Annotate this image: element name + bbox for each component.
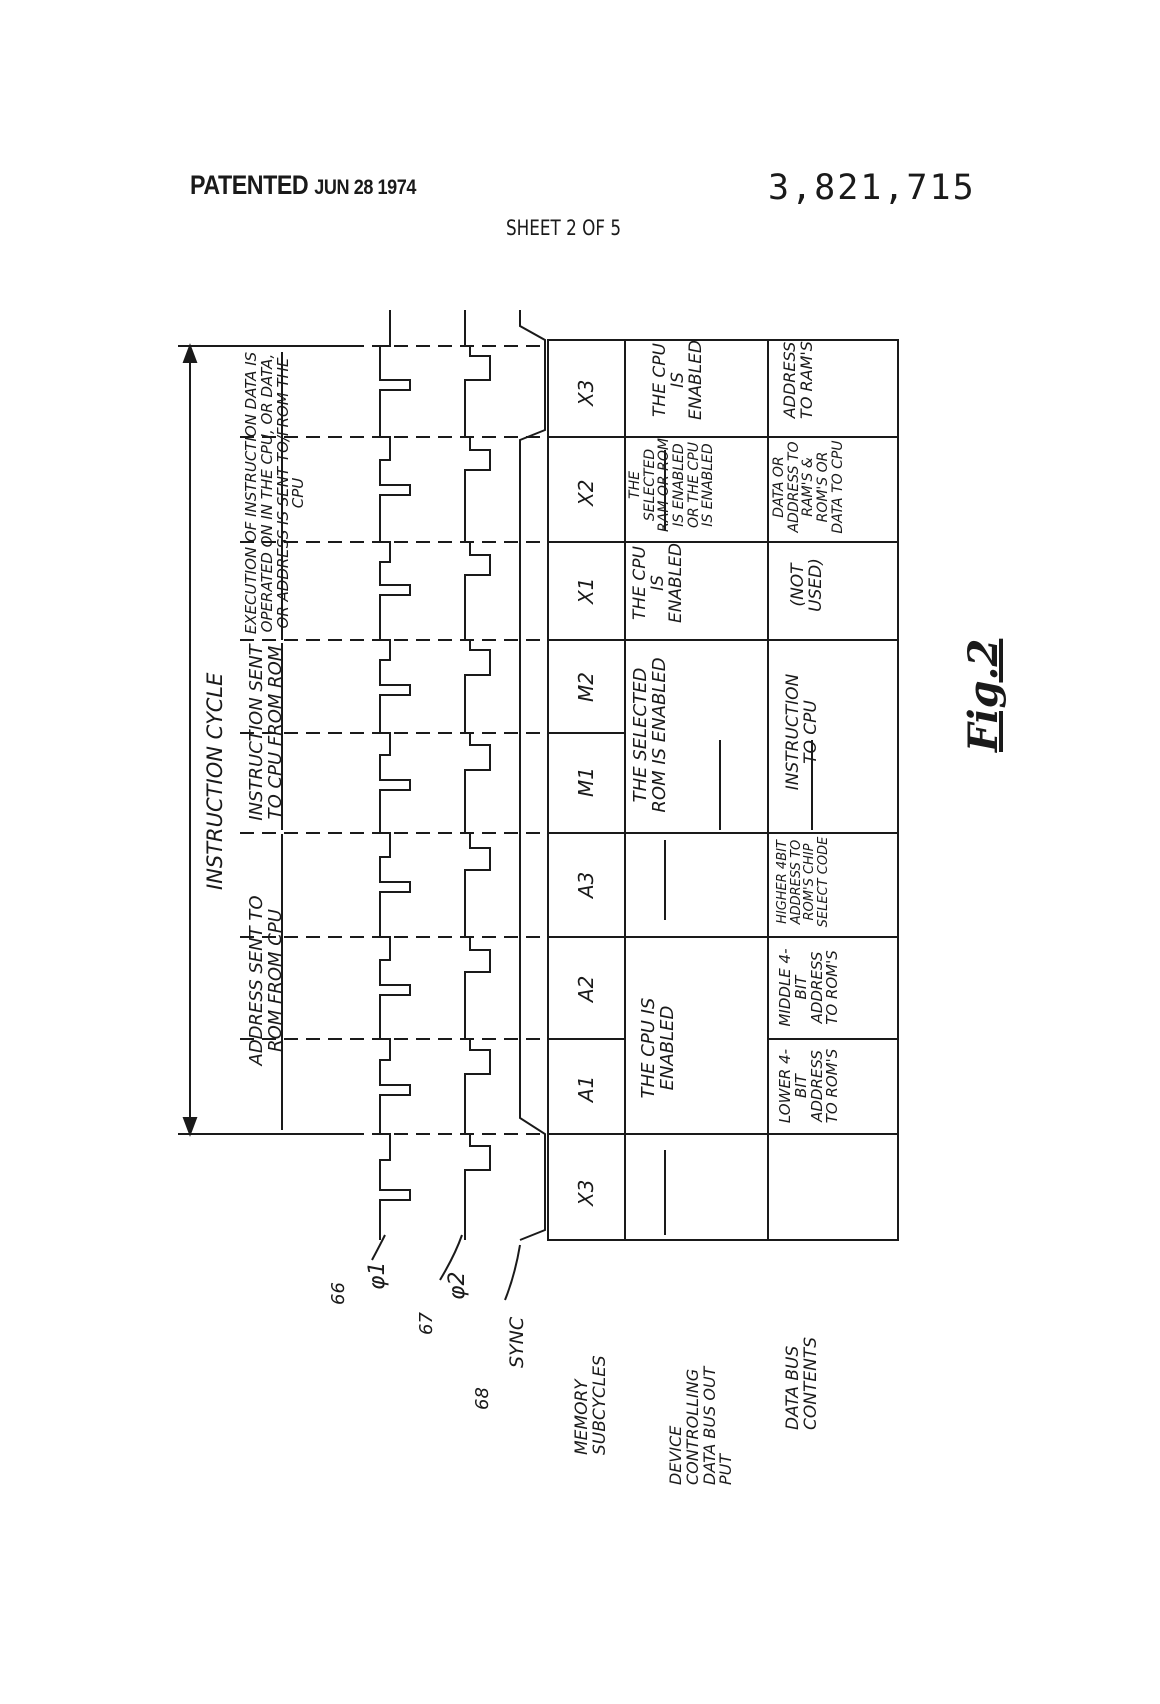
databus-a1: LOWER 4-BIT ADDRESS TO ROM'S [776, 1048, 842, 1124]
timing-diagram: INSTRUCTION CYCLE ADDRESS SENT TO ROM FR… [0, 300, 1160, 1500]
subcycle-x3-start: X3 [574, 1179, 598, 1206]
table-frame [547, 339, 899, 1241]
row-label-memory: MEMORY SUBCYCLES [572, 1355, 610, 1455]
subcycle-x1: X1 [574, 577, 598, 604]
databus-a3: HIGHER 4BIT ADDRESS TO ROM'S CHIP SELECT… [775, 836, 831, 928]
device-cpu-enabled-x3: THE CPU IS ENABLED [650, 339, 706, 421]
subcycle-x3-end: X3 [574, 379, 598, 406]
databus-x3: ADDRESS TO RAM'S [780, 341, 816, 419]
instruction-cycle-arrowhead-bottom [182, 1117, 198, 1137]
subcycle-a2: A2 [574, 975, 598, 1002]
sheet-number: SHEET 2 OF 5 [506, 216, 622, 240]
timing-diagram-lines [178, 310, 899, 1301]
subcycle-x2: X2 [574, 479, 598, 506]
ref-68: 68 [472, 1387, 493, 1410]
instruction-cycle-label: INSTRUCTION CYCLE [203, 672, 227, 890]
sync-waveform [519, 310, 546, 1241]
subcycle-a3: A3 [574, 871, 598, 898]
address-phase-label: ADDRESS SENT TO ROM FROM CPU [246, 895, 286, 1066]
sync-label: SYNC [506, 1316, 528, 1368]
databus-x2: DATA OR ADDRESS TO RAM'S & ROM'S OR DATA… [771, 440, 846, 534]
patent-date-header: PATENTED JUN 28 1974 [190, 170, 416, 201]
phi2-waveform [464, 310, 491, 1240]
device-rom-enabled: THE SELECTED ROM IS ENABLED [630, 657, 670, 813]
row-label-device: DEVICE CONTROLLING DATA BUS OUT PUT [666, 1366, 736, 1485]
diagram-labels: INSTRUCTION CYCLE ADDRESS SENT TO ROM FR… [0, 300, 1160, 1500]
execution-phase-label: EXECUTION OF INSTRUCTION DATA IS OPERATE… [242, 351, 308, 635]
instruction-cycle-arrowhead-top [182, 343, 198, 363]
subcycle-a1: A1 [574, 1075, 598, 1102]
databus-instruction: INSTRUCTION TO CPU [783, 673, 821, 791]
subcycle-m2: M2 [574, 672, 598, 702]
patent-number: 3,821,715 [768, 168, 976, 208]
databus-a2: MIDDLE 4-BIT ADDRESS TO ROM'S [776, 948, 842, 1027]
device-x2: THE SELECTED RAM OR ROM IS ENABLED OR TH… [627, 438, 717, 532]
databus-x1: (NOT USED) [788, 558, 826, 612]
device-cpu-enabled-x1: THE CPU IS ENABLED [630, 542, 686, 624]
patented-label: PATENTED [190, 170, 309, 200]
ref-66: 66 [328, 1282, 349, 1305]
figure-label: Fig.2 [960, 638, 1007, 752]
instruction-phase-label: INSTRUCTION SENT TO CPU FROM ROM [246, 644, 286, 821]
ref-67: 67 [416, 1312, 437, 1335]
subcycle-m1: M1 [574, 767, 598, 797]
patent-date: JUN 28 1974 [314, 176, 416, 199]
phi2-label: φ2 [445, 1271, 470, 1300]
phi1-waveform [379, 310, 411, 1240]
row-label-databus: DATA BUS CONTENTS [783, 1337, 821, 1430]
device-cpu-enabled-address: THE CPU IS ENABLED [638, 997, 678, 1099]
phi1-label: φ1 [365, 1261, 390, 1290]
